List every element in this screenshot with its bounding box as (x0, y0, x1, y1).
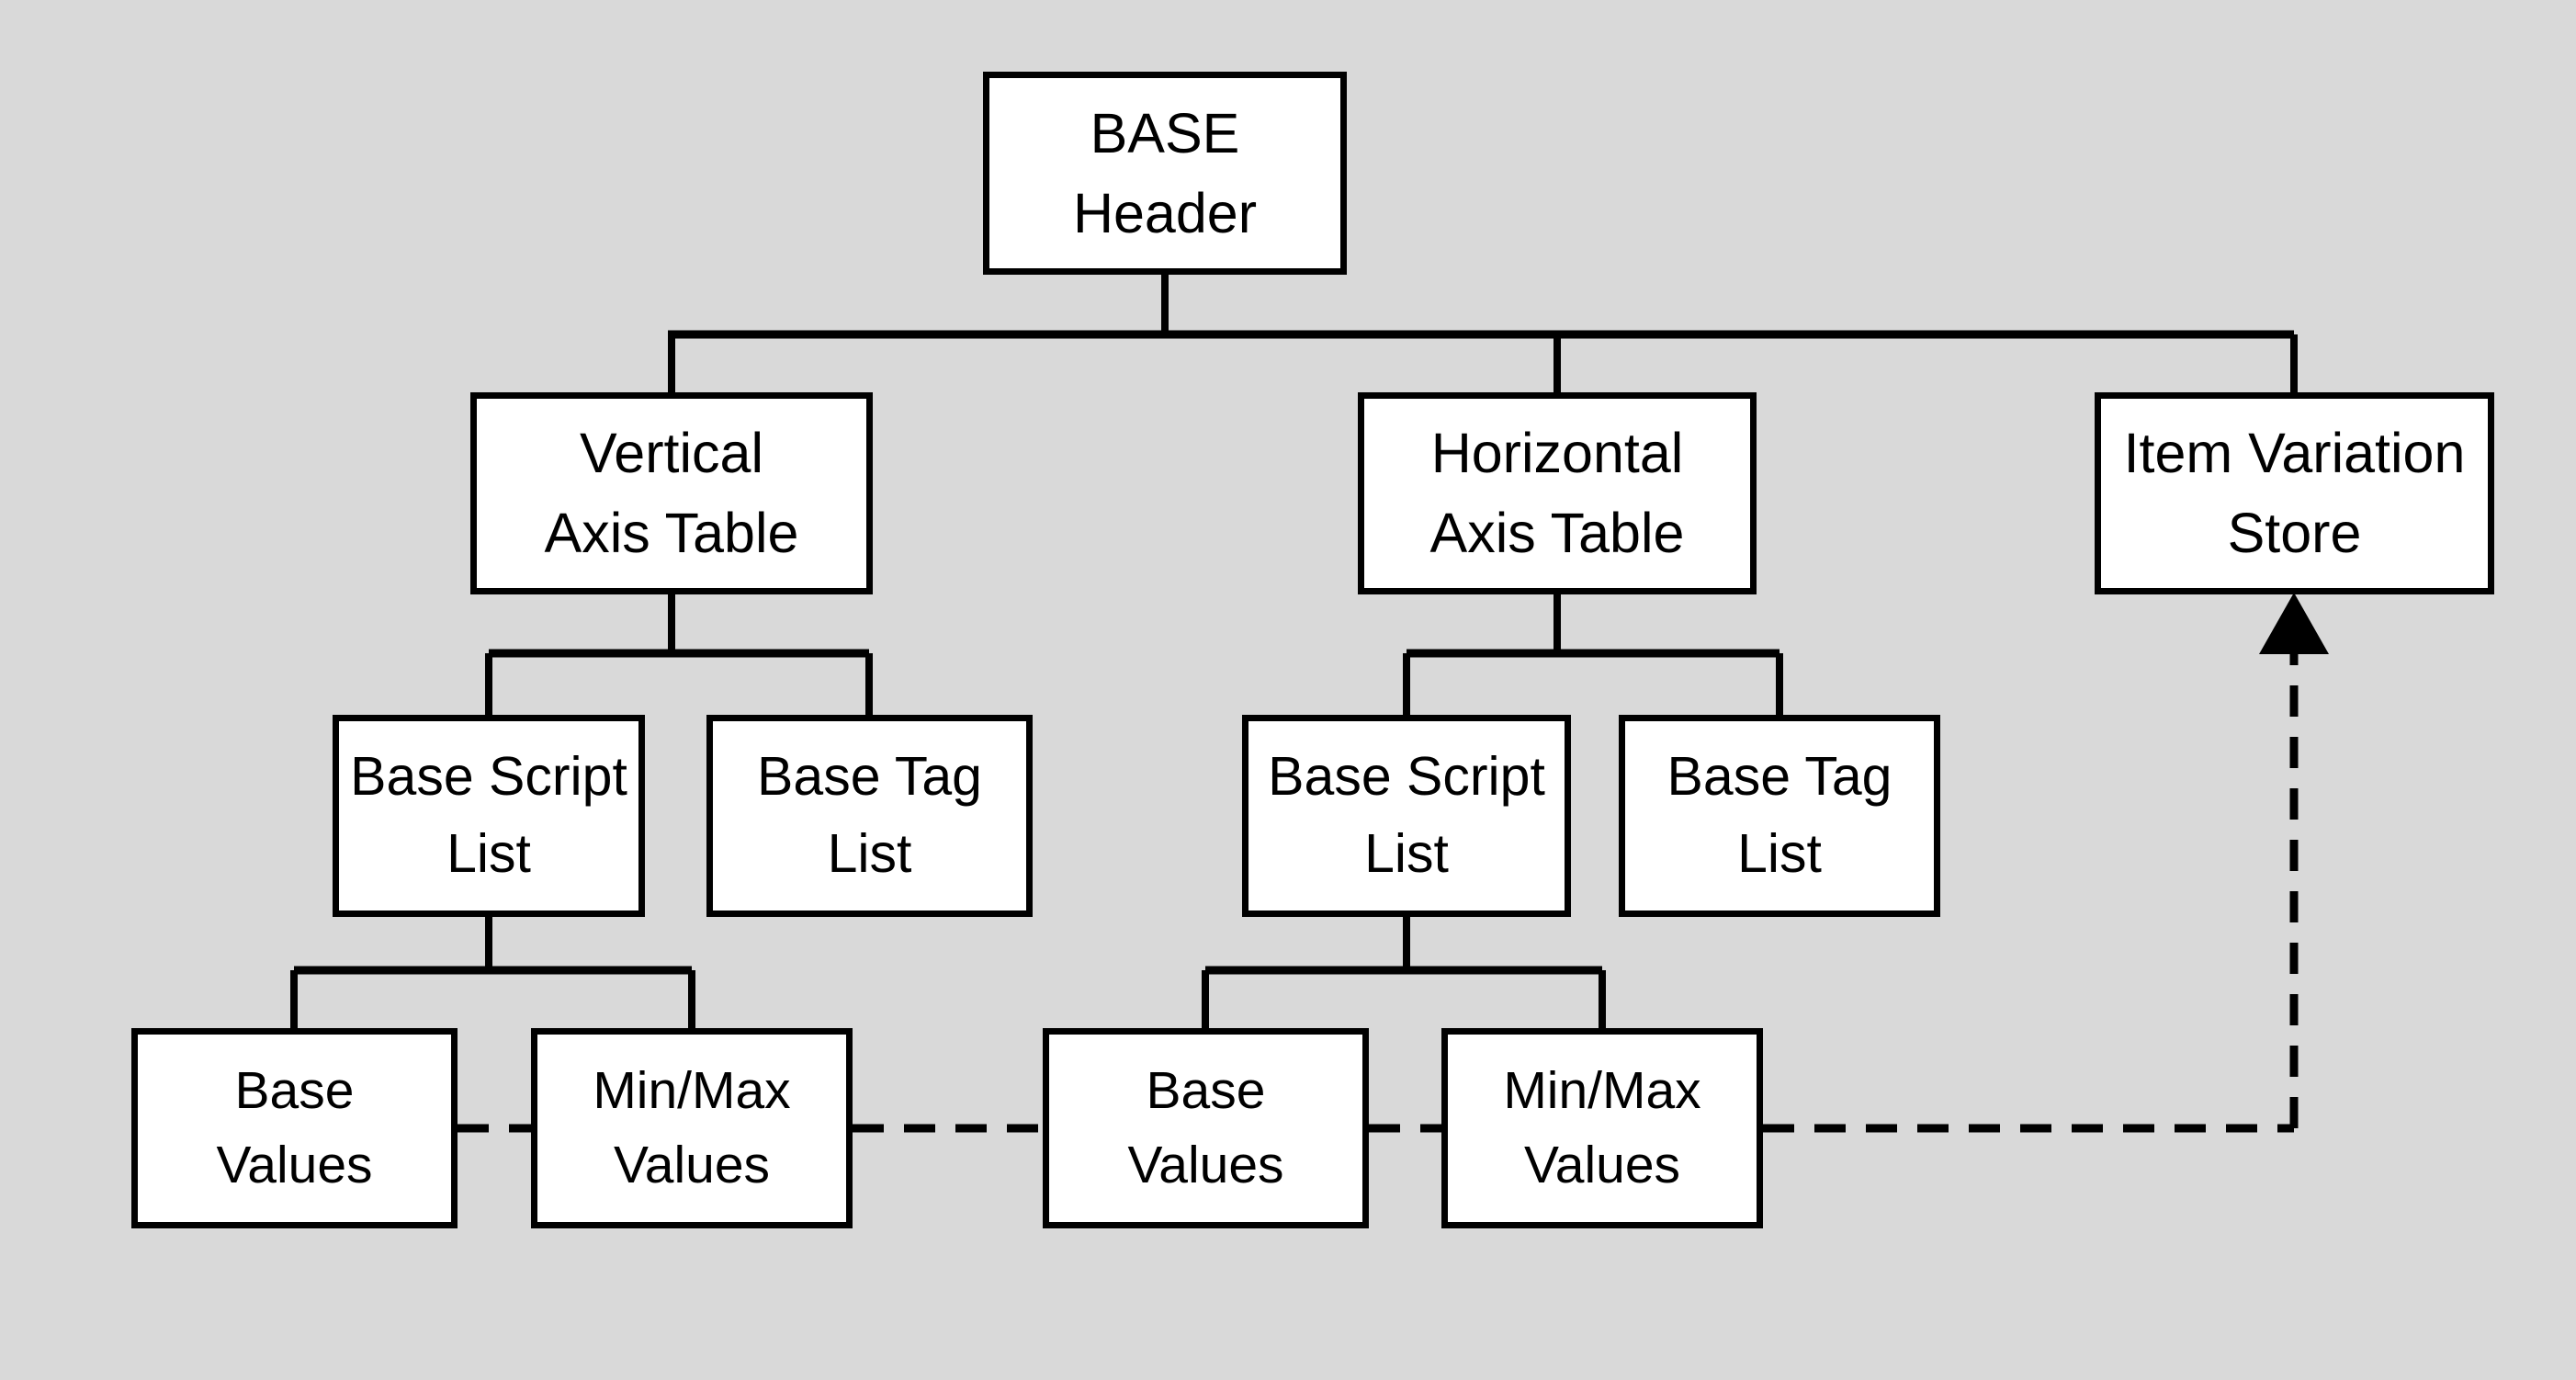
node-horizontal-base-values[interactable]: Base Values (1043, 1028, 1369, 1228)
node-item-variation-store-line1: Item Variation (2123, 422, 2466, 485)
node-vertical-base-tag-list-line1: Base Tag (757, 746, 982, 808)
node-horizontal-base-script-list[interactable]: Base Script List (1242, 715, 1571, 917)
node-base-header-line1: BASE (1090, 101, 1240, 164)
node-vertical-base-values[interactable]: Base Values (131, 1028, 458, 1228)
node-vertical-base-values-line1: Base (234, 1061, 355, 1121)
node-vertical-minmax-values-line1: Min/Max (593, 1061, 791, 1121)
node-horizontal-base-tag-list-line2: List (1737, 823, 1822, 884)
node-vertical-axis-table-line1: Vertical (579, 422, 764, 485)
node-base-header[interactable]: BASE Header (983, 72, 1347, 275)
node-base-header-line2: Header (1072, 181, 1258, 244)
node-item-variation-store-line2: Store (2227, 502, 2362, 564)
node-vertical-base-script-list[interactable]: Base Script List (333, 715, 645, 917)
node-horizontal-base-values-line2: Values (1127, 1136, 1284, 1194)
node-vertical-base-script-list-line2: List (446, 823, 531, 884)
node-horizontal-base-values-line1: Base (1146, 1061, 1266, 1121)
node-vertical-base-values-line2: Values (216, 1136, 373, 1194)
node-vertical-base-script-list-line1: Base Script (350, 746, 627, 808)
node-vertical-base-tag-list[interactable]: Base Tag List (706, 715, 1033, 917)
node-item-variation-store[interactable]: Item Variation Store (2095, 392, 2494, 594)
node-horizontal-axis-table-line1: Horizontal (1430, 422, 1684, 485)
node-horizontal-base-tag-list-line1: Base Tag (1666, 746, 1892, 808)
node-vertical-axis-table[interactable]: Vertical Axis Table (470, 392, 873, 594)
node-horizontal-base-script-list-line1: Base Script (1268, 746, 1545, 808)
node-vertical-minmax-values[interactable]: Min/Max Values (531, 1028, 853, 1228)
node-horizontal-minmax-values-line1: Min/Max (1503, 1061, 1701, 1121)
node-vertical-minmax-values-line2: Values (613, 1136, 771, 1194)
node-horizontal-axis-table[interactable]: Horizontal Axis Table (1358, 392, 1757, 594)
node-horizontal-axis-table-line2: Axis Table (1429, 502, 1685, 564)
node-vertical-base-tag-list-line2: List (827, 823, 912, 884)
arrowhead-icon (2259, 593, 2329, 654)
node-horizontal-base-script-list-line2: List (1364, 823, 1449, 884)
node-vertical-axis-table-line2: Axis Table (544, 502, 799, 564)
node-horizontal-base-tag-list[interactable]: Base Tag List (1619, 715, 1940, 917)
node-horizontal-minmax-values-line2: Values (1523, 1136, 1681, 1194)
node-horizontal-minmax-values[interactable]: Min/Max Values (1441, 1028, 1763, 1228)
